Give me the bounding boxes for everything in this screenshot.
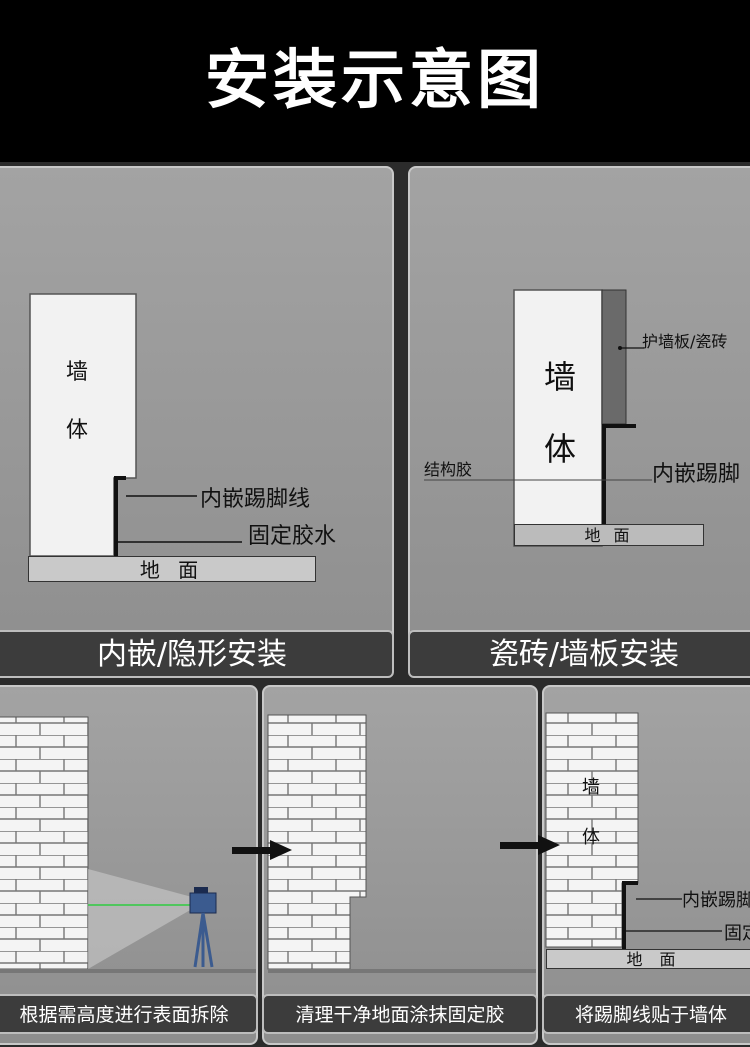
caption-inlaid-install: 内嵌/隐形安装 [0, 630, 394, 678]
step-2-caption: 清理干净地面涂抹固定胶 [262, 994, 538, 1034]
label-glue: 固定胶水 [248, 524, 337, 549]
wall-char-2: 体 [544, 430, 577, 468]
step-1-panel [0, 685, 258, 1045]
wall-char-2: 体 [66, 418, 89, 443]
step-2-panel [262, 685, 538, 1045]
step-1-caption: 根据需高度进行表面拆除 [0, 994, 258, 1034]
wall-char-1: 墙 [582, 777, 600, 798]
header-bar [0, 0, 750, 162]
step-1-diagram [0, 716, 256, 973]
caption-tile-install: 瓷砖/墙板安装 [408, 630, 750, 678]
panel-tile-install: 墙 体 护墙板/瓷砖 结构胶 内嵌踢脚 地 面 [408, 166, 750, 678]
wall-char-1: 墙 [544, 358, 577, 396]
ground-label: 地 面 [28, 556, 316, 582]
label-skirting: 内嵌踢脚 [652, 462, 741, 487]
step-2-diagram [267, 714, 536, 973]
page-title: 安装示意图 [205, 44, 545, 118]
label-skirting: 内嵌踢脚线 [200, 487, 311, 512]
ground-label: 地 面 [514, 524, 704, 546]
panel-inlaid-install: 墙 体 内嵌踢脚线 固定胶水 地 面 [0, 166, 394, 678]
step-3-diagram [545, 712, 722, 949]
panel-inlaid-diagram [29, 293, 242, 558]
panel-tile-diagram [424, 289, 652, 547]
label-wall-panel: 护墙板/瓷砖 [642, 332, 728, 351]
wall-char-2: 体 [582, 827, 600, 848]
step-3-caption: 将踢脚线贴于墙体 [542, 994, 750, 1034]
step-3-panel: 墙 体 内嵌踢脚 固定 地 面 [542, 685, 750, 1045]
label-skirting: 内嵌踢脚 [682, 890, 750, 911]
wall-char-1: 墙 [66, 360, 89, 385]
ground-label: 地 面 [546, 949, 750, 969]
label-structural-glue: 结构胶 [424, 460, 473, 479]
label-fix: 固定 [724, 923, 750, 944]
